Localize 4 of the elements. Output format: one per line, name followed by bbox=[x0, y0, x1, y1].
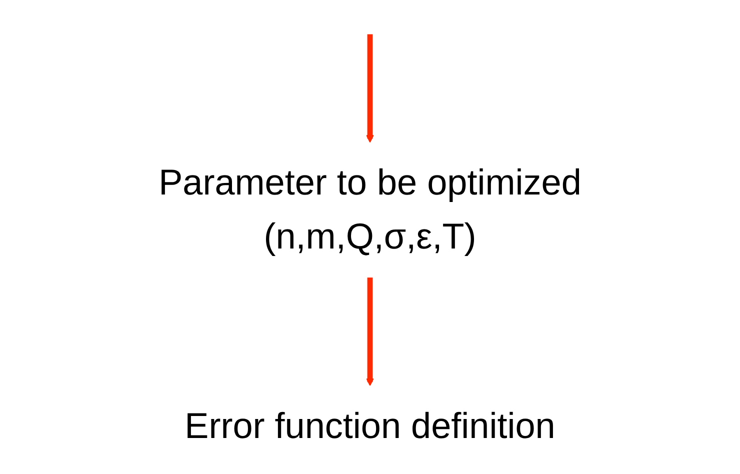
node-text: Error function definition bbox=[184, 406, 556, 446]
node-text: Parameter to be optimized (n,m,Q,σ,ε,T) bbox=[158, 163, 582, 257]
arrow bbox=[366, 278, 374, 386]
arrow bbox=[366, 34, 374, 143]
